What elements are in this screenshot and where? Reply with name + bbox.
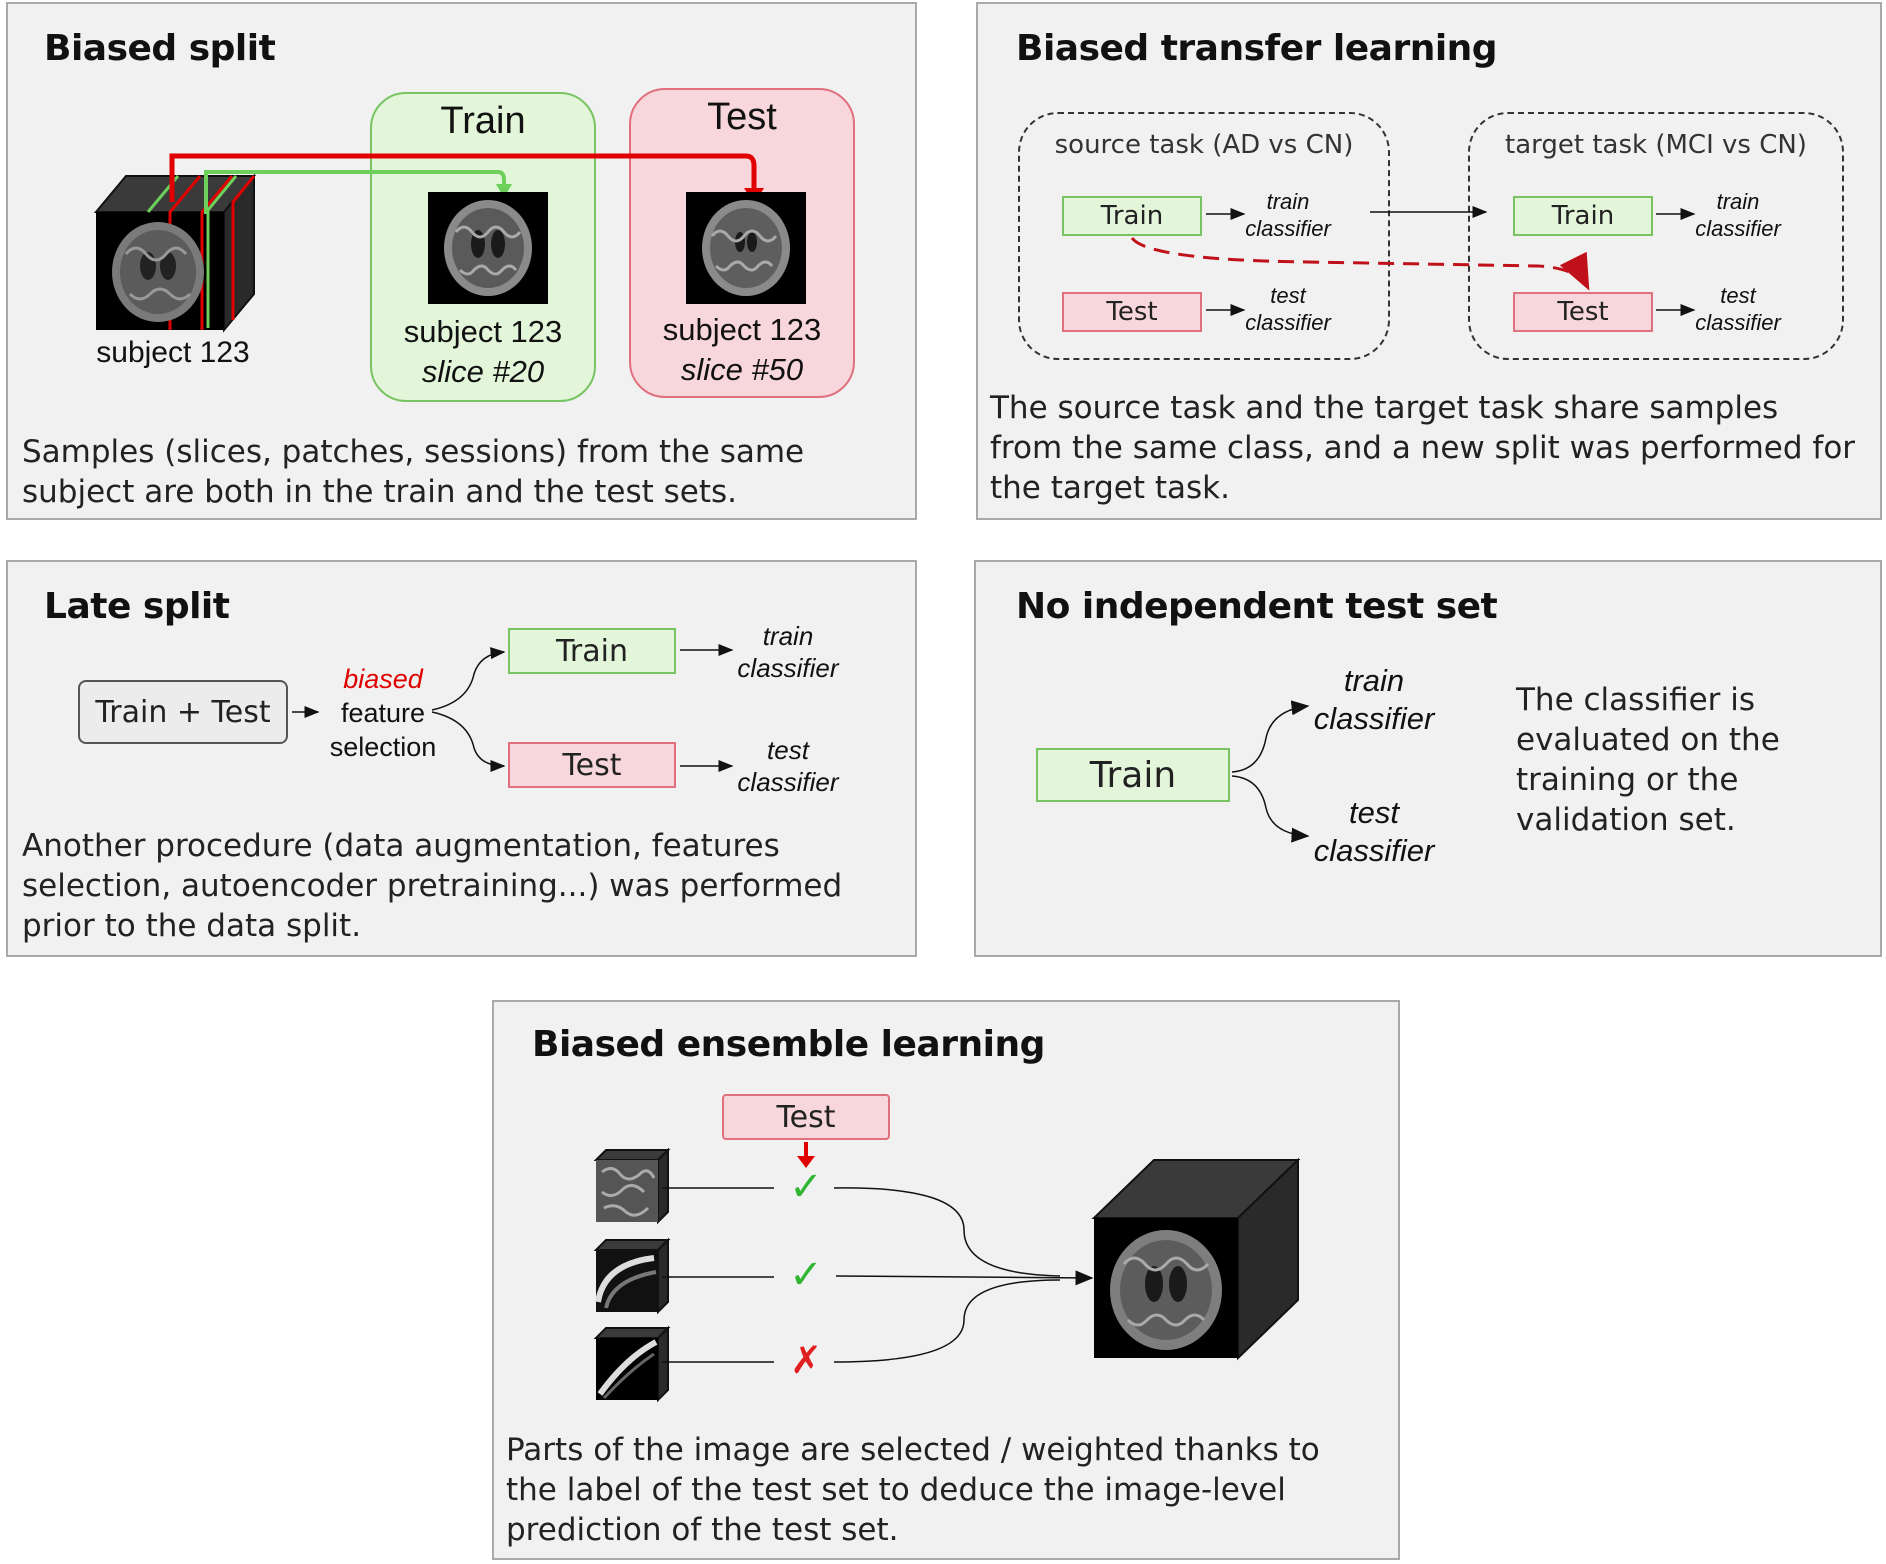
no-test-arrows (1231, 700, 1310, 843)
desc-line: prediction of the test set. (506, 1512, 899, 1548)
patch-cube-3 (593, 1325, 671, 1403)
panel-biased-split: Biased split Train Test (6, 2, 917, 520)
source-test-box: Test (1062, 292, 1202, 332)
train-subject-label: subject 123 (403, 314, 563, 349)
desc-line: evaluated on the (1516, 722, 1780, 758)
full-volume-cube (1091, 1157, 1301, 1361)
panel-description: The source task and the target task shar… (990, 388, 1855, 508)
target-task-label: target task (MCI vs CN) (1505, 130, 1807, 160)
biased-label: biased (343, 664, 423, 694)
ensemble-diagram (593, 1142, 1301, 1403)
subject-label: subject 123 (96, 336, 250, 369)
desc-line: the target task. (990, 470, 1230, 506)
train-box: Train (508, 628, 676, 674)
panel-description: Samples (slices, patches, sessions) from… (22, 432, 804, 512)
subject-volume-cube (93, 153, 764, 333)
cross-mark: ✗ (790, 1338, 822, 1382)
panel-biased-transfer: Biased transfer learning source task (AD… (976, 2, 1882, 520)
source-task-label: source task (AD vs CN) (1054, 130, 1354, 160)
panel-late-split: Late split Train + Test biased feature s… (6, 560, 917, 957)
desc-line: The source task and the target task shar… (990, 390, 1779, 426)
selection-label: selection (329, 732, 437, 762)
late-split-arrows (292, 644, 734, 772)
panel-description: Parts of the image are selected / weight… (506, 1430, 1320, 1550)
desc-line: Parts of the image are selected / weight… (506, 1432, 1320, 1468)
panel-title: Biased transfer learning (1016, 28, 1498, 69)
source-task-group (1018, 112, 1390, 360)
check-mark-1: ✓ (789, 1164, 823, 1210)
check-mark-2: ✓ (789, 1252, 823, 1298)
train-test-input-box: Train + Test (78, 680, 288, 744)
transfer-arrows (1130, 206, 1696, 316)
test-slice-image (686, 192, 806, 304)
panel-title: Biased ensemble learning (532, 1024, 1045, 1065)
test-box: Test (508, 742, 676, 788)
feature-label: feature (340, 698, 426, 728)
test-box: Test (722, 1094, 890, 1140)
train-slice-image (428, 192, 548, 304)
desc-line: the label of the test set to deduce the … (506, 1472, 1286, 1508)
patch-cube-2 (593, 1237, 671, 1315)
train-slice-label: slice #20 (421, 354, 545, 389)
panel-biased-ensemble: Biased ensemble learning Test (492, 1000, 1400, 1560)
train-box: Train (1036, 748, 1230, 802)
panel-description: Another procedure (data augmentation, fe… (22, 826, 842, 946)
panel-description: The classifier is evaluated on the train… (1516, 680, 1780, 840)
desc-line: The classifier is (1516, 682, 1756, 718)
panel-title: Late split (44, 586, 230, 627)
desc-line: validation set. (1516, 802, 1736, 838)
test-slice-label: slice #50 (680, 352, 804, 387)
target-test-box: Test (1513, 292, 1653, 332)
source-train-box: Train (1062, 196, 1202, 236)
desc-line: Samples (slices, patches, sessions) from… (22, 434, 805, 470)
test-set-label: Test (707, 96, 777, 138)
desc-line: prior to the data split. (22, 908, 362, 944)
desc-line: selection, autoencoder pretraining...) w… (22, 868, 843, 904)
desc-line: training or the (1516, 762, 1739, 798)
patch-cube-1 (593, 1147, 671, 1225)
desc-line: subject are both in the train and the te… (22, 474, 738, 510)
train-set-label: Train (440, 100, 526, 142)
target-train-box: Train (1513, 196, 1653, 236)
desc-line: Another procedure (data augmentation, fe… (22, 828, 780, 864)
test-subject-label: subject 123 (662, 312, 822, 347)
desc-line: from the same class, and a new split was… (990, 430, 1856, 466)
panel-title: Biased split (44, 28, 276, 69)
panel-title: No independent test set (1016, 586, 1498, 627)
target-task-group (1468, 112, 1844, 360)
